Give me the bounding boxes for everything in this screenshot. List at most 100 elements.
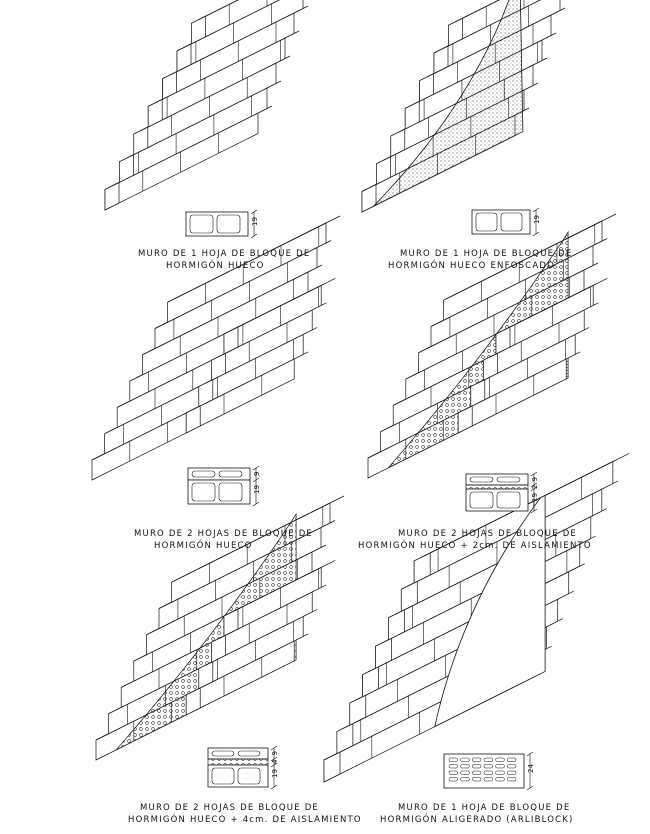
core-hole [578,283,596,293]
section-core [237,767,261,785]
core-hole [493,0,500,4]
core-hole [450,287,468,297]
core-hole [178,569,196,579]
wall-panel-5 [95,495,345,761]
caption-line-1: MURO DE 2 HOJAS DE BLOQUE DE [134,529,314,539]
section-core [475,212,498,232]
core-hole [268,302,286,312]
core-hole [231,261,249,271]
section-panel-3: 919 [187,465,261,507]
dimension-tick [250,233,258,239]
caption-panel-4: MURO DE 2 HOJAS DE BLOQUE DE HORMIGÓN HU… [358,528,592,552]
section-core [472,770,482,775]
wall-panel-1 [104,0,309,211]
core-hole [488,268,506,279]
core-hole [230,321,249,331]
section-core [216,214,241,234]
caption-panel-1: MURO DE 1 HOJA DE BLOQUE DE HORMIGÓN HUE… [138,248,310,272]
core-hole [559,293,577,303]
dimension-tick [270,756,278,762]
dimension-tick [530,482,538,488]
section-core [483,777,493,782]
core-hole [602,459,617,468]
dimension-label: 9 [531,477,539,481]
wall-panel-6 [323,453,630,783]
dimension-tick [526,785,534,791]
section-core [448,764,458,769]
section-core [469,476,494,483]
dimension-label: 19 [251,217,259,226]
dimension-tick [532,231,540,237]
section-core [218,470,243,478]
core-hole [174,289,192,299]
section-insulation [465,484,529,490]
section-core [472,757,482,762]
dimension-label: 19 [531,493,539,502]
dimension-label: 9 [253,472,261,476]
caption-line-2: HORMIGÓN HUECO [166,261,265,271]
section-core [495,777,505,782]
section-core [448,757,458,762]
section-panel-1: 19 [185,209,259,239]
dimension-tick [530,508,538,514]
dimension-tick [252,477,260,483]
core-hole [521,312,540,322]
core-hole [268,584,286,594]
caption-line-1: MURO DE 1 HOJA DE BLOQUE DE [398,803,571,813]
caption-line-1: MURO DE 1 HOJA DE BLOQUE DE [138,249,311,259]
core-hole [540,302,558,312]
core-hole [198,10,216,21]
section-panel-2: 19 [471,207,541,237]
core-hole [474,3,492,13]
dimension-tick [270,745,278,751]
caption-line-1: MURO DE 2 HOJAS DE BLOQUE DE [398,529,578,539]
section-core [495,757,505,762]
course-end [361,183,377,213]
caption-line-1: MURO DE 1 HOJA DE BLOQUE DE [400,249,573,259]
course-end [104,181,120,211]
section-core [496,476,521,483]
core-hole [455,12,473,23]
section-insulation [207,758,269,766]
dimension-label: 19 [533,215,541,224]
caption-line-2: HORMIGÓN HUECO + 2cm. DE AISLAMIENTO [358,541,592,551]
plaster-render [373,0,524,207]
section-core [496,491,521,509]
core-hole [217,1,235,11]
section-core [469,491,494,509]
core-hole [507,259,525,269]
dimension-tick [530,486,538,492]
core-hole [469,278,487,288]
dimension-tick [532,207,540,213]
section-core [495,770,505,775]
section-core [507,770,517,775]
section-core [211,750,235,757]
section-core [460,770,470,775]
core-hole [306,223,325,233]
section-core [483,770,493,775]
section-core [460,757,470,762]
caption-panel-3: MURO DE 2 HOJAS DE BLOQUE DE HORMIGÓN HU… [134,528,313,552]
core-hole [193,280,211,290]
core-hole [287,575,305,585]
section-core [472,777,482,782]
core-hole [254,532,272,542]
section-core [191,470,216,478]
core-hole [287,293,305,303]
core-hole [291,513,310,523]
section-panel-6: 24 [443,751,535,791]
core-hole [249,594,268,604]
dimension-label: 24 [527,764,535,773]
section-core [460,777,470,782]
caption-line-2: HORMIGÓN HUECO ENFOSCADO [388,261,555,271]
core-hole [212,270,230,281]
core-hole [197,560,215,570]
core-hole [526,250,544,260]
dimension-tick [526,751,534,757]
wall-panel-3 [91,215,341,481]
core-hole [306,283,324,293]
dimension-label: 4 [271,759,279,764]
dimension-label: 19 [271,769,279,778]
